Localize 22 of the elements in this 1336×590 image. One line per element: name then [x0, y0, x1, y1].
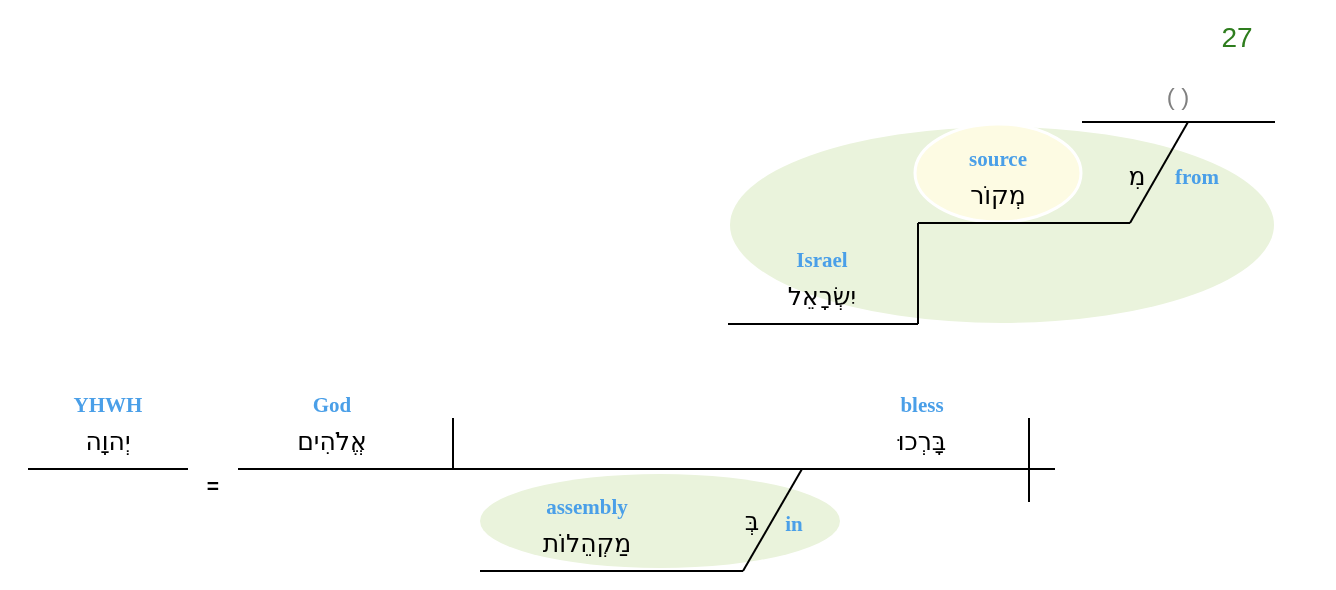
gloss-label: from: [1175, 166, 1219, 190]
placeholder-mark: ( ): [1166, 83, 1190, 111]
preposition-word: מִ: [1128, 162, 1146, 192]
verse-number: 27: [1221, 22, 1253, 54]
gloss-label: in: [785, 513, 803, 537]
connector-line: [917, 222, 919, 325]
hebrew-word: בָּרְכוּ: [897, 427, 947, 457]
gloss-label: Israel: [796, 249, 848, 273]
gloss-label: assembly: [546, 496, 628, 520]
gloss-label: source: [969, 148, 1027, 172]
hebrew-word: מְקוֹר: [970, 181, 1026, 211]
connector-line: [742, 468, 803, 572]
preposition-word: בְּ: [744, 507, 760, 537]
hebrew-word: אֱלֹהִים: [297, 427, 367, 457]
hebrew-word: מַקְהֵלוֹת: [542, 529, 632, 559]
hebrew-word: יִשְׂרָאֵל: [787, 282, 857, 312]
hebrew-word: יְהוָה: [85, 427, 131, 457]
gloss-label: bless: [900, 394, 944, 418]
gloss-label: YHWH: [73, 394, 143, 418]
equals-sign: =: [206, 474, 220, 498]
gloss-label: God: [312, 394, 352, 418]
connector-line: [1129, 121, 1189, 224]
